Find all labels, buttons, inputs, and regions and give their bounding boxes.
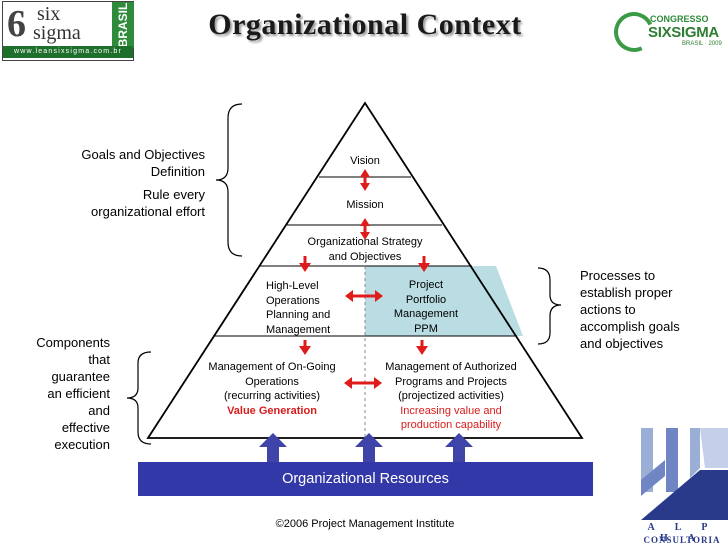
alpha-consultoria-logo bbox=[641, 428, 728, 520]
increasing-value-label: Increasing value and bbox=[400, 404, 502, 417]
logo-url: www.leansixsigma.com.br bbox=[3, 46, 133, 58]
logo-digit: 6 bbox=[7, 3, 26, 45]
logo-sigma-text: sigma bbox=[33, 22, 81, 44]
organizational-resources-bar: Organizational Resources bbox=[138, 462, 593, 496]
vision-label: Vision bbox=[350, 155, 380, 167]
right-bracket bbox=[537, 267, 562, 345]
congress-year: BRASIL · 2009 bbox=[682, 41, 722, 47]
logo-six-text: six bbox=[37, 3, 61, 25]
copyright-text: ©2006 Project Management Institute bbox=[275, 518, 455, 530]
alpha-label: A L P H A bbox=[647, 522, 717, 544]
page-title: Organizational Context bbox=[208, 8, 522, 41]
value-generation-label: Value Generation bbox=[227, 404, 317, 417]
logo-brasil-badge: BRASIL bbox=[112, 2, 134, 48]
left-bracket-bottom bbox=[126, 351, 152, 445]
congress-label: CONGRESSO bbox=[650, 14, 709, 24]
congress-sixsigma: SIXSIGMA bbox=[648, 24, 719, 41]
red-arrows bbox=[299, 169, 430, 389]
consultoria-label: CONSULTORIA bbox=[643, 535, 721, 545]
left-bracket-top bbox=[215, 103, 243, 257]
leansixsigma-logo: 6 six sigma BRASIL www.leansixsigma.com.… bbox=[2, 1, 134, 61]
ppm-fill bbox=[365, 266, 523, 336]
mission-label: Mission bbox=[346, 199, 384, 211]
resource-arrows bbox=[259, 433, 473, 462]
